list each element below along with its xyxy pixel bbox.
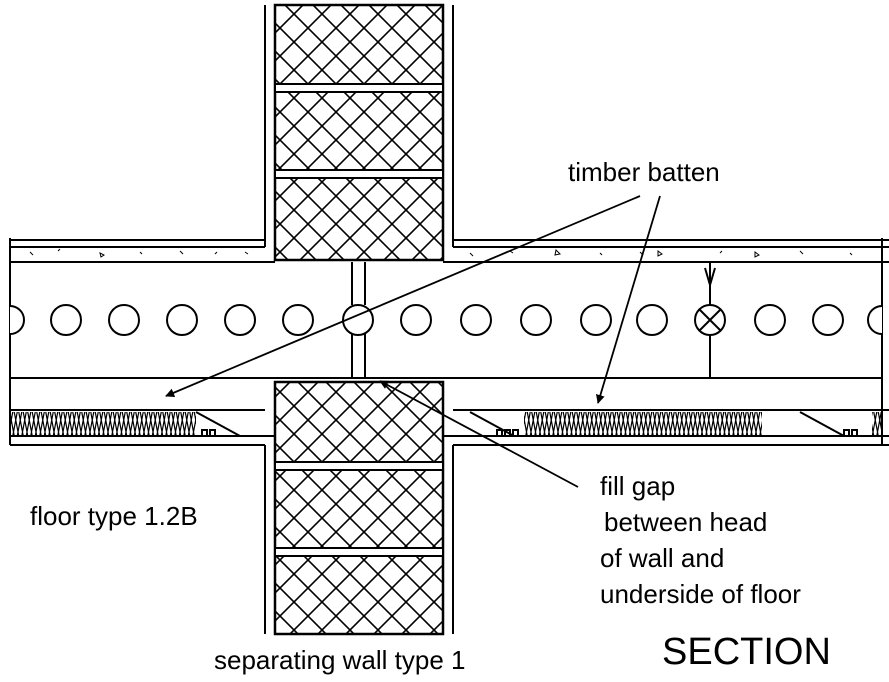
timber-batten-label: timber batten [568, 157, 720, 187]
floor-joists [10, 262, 882, 379]
lower-wall [264, 380, 454, 636]
section-title: SECTION [662, 631, 831, 673]
upper-wall [264, 3, 454, 262]
fill-gap-label-line4: underside of floor [600, 579, 801, 609]
leader-arrows [165, 195, 661, 488]
screed-speckle [29, 248, 853, 258]
fill-gap-label-line3: of wall and [600, 543, 725, 573]
ceiling-layer [10, 409, 889, 446]
floor-screed [9, 238, 889, 445]
timber-batten-arrow-right [596, 195, 661, 404]
floor-type-label: floor type 1.2B [30, 501, 198, 531]
fill-gap-arrow [379, 380, 579, 488]
timber-batten-arrow-left [165, 195, 641, 397]
joist-holes [9, 267, 883, 336]
fill-gap-label-line2: between head [604, 507, 768, 537]
separating-wall-label: separating wall type 1 [214, 645, 466, 675]
fill-gap-label-line1: fill gap [600, 471, 676, 501]
